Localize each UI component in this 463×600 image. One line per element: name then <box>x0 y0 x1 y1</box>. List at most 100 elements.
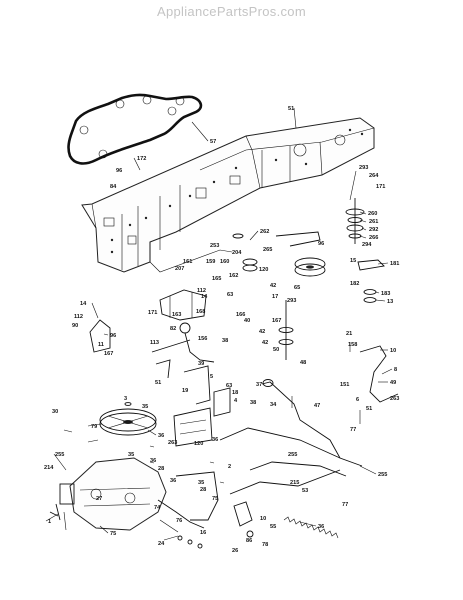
callout: 19 <box>182 388 188 394</box>
callout: 158 <box>348 342 357 348</box>
callout: 36 <box>170 478 176 484</box>
callout: 18 <box>232 390 238 396</box>
callout: 113 <box>150 340 159 346</box>
callout: 156 <box>198 336 207 342</box>
callout: 161 <box>183 259 192 265</box>
callout: 75 <box>110 531 116 537</box>
callout: 90 <box>72 323 78 329</box>
callout: 84 <box>110 184 117 190</box>
callout: 263 <box>168 440 177 446</box>
callout: 36 <box>318 524 324 530</box>
callout: 38 <box>222 338 228 344</box>
bushing <box>233 501 254 538</box>
callout: 265 <box>263 247 272 253</box>
callout: 171 <box>148 310 157 316</box>
callout: 159 <box>206 259 215 265</box>
lift-arm <box>151 339 191 379</box>
callout: 5 <box>210 374 213 380</box>
transaxle-pulley <box>99 402 157 436</box>
callout: 96 <box>116 168 122 174</box>
callout: 183 <box>381 291 390 297</box>
callout: 42 <box>259 329 265 335</box>
callout: 13 <box>387 299 393 305</box>
callout: 253 <box>210 243 219 249</box>
callout: 34 <box>270 402 277 408</box>
callout: 63 <box>227 292 233 298</box>
callout: 37 <box>256 382 262 388</box>
callout: 207 <box>175 266 184 272</box>
callout: 14 <box>201 294 208 300</box>
callout: 40 <box>244 318 250 324</box>
callout: 96 <box>110 333 116 339</box>
callout: 36 <box>212 437 218 443</box>
callout: 65 <box>294 285 300 291</box>
callout: 57 <box>210 139 216 145</box>
callout: 8 <box>394 367 397 373</box>
callout: 35 <box>128 452 134 458</box>
callout: 27 <box>96 496 102 502</box>
callout: 294 <box>362 242 372 248</box>
callout: 261 <box>369 219 378 225</box>
callout: 10 <box>260 516 266 522</box>
clutch-bracket <box>359 345 399 403</box>
callout: 16 <box>200 530 206 536</box>
callout: 112 <box>197 288 206 294</box>
callout: 74 <box>154 505 161 511</box>
callout: 82 <box>170 326 176 332</box>
callout: 51 <box>366 406 372 412</box>
callout: 266 <box>369 235 378 241</box>
callout: 26 <box>232 548 238 554</box>
callout: 28 <box>200 487 206 493</box>
callout: 2 <box>228 464 231 470</box>
leader-lines <box>45 107 393 534</box>
callout: 171 <box>376 184 385 190</box>
callout: 30 <box>52 409 58 415</box>
callout: 264 <box>369 173 379 179</box>
callout: 24 <box>158 541 165 547</box>
watermark-text: AppliancePartsPros.com <box>157 4 306 19</box>
callout: 10 <box>390 348 396 354</box>
callout: 17 <box>272 294 278 300</box>
callout: 48 <box>300 360 306 366</box>
callout: 214 <box>44 465 54 471</box>
engine-pulley <box>275 231 326 277</box>
callout: 77 <box>350 427 356 433</box>
callout: 42 <box>270 283 276 289</box>
callout: 167 <box>272 318 281 324</box>
callout: 47 <box>314 403 320 409</box>
callout: 120 <box>194 441 203 447</box>
callout: 1 <box>48 519 51 525</box>
callout: 112 <box>74 314 83 320</box>
side-bracket <box>89 319 111 353</box>
callout: 292 <box>369 227 378 233</box>
callout: 255 <box>288 452 297 458</box>
callout-labels: 51 57 96 172 84 293 264 171 260 261 292 … <box>44 106 399 554</box>
callout: 38 <box>250 400 256 406</box>
callout: 166 <box>236 312 245 318</box>
callout: 172 <box>137 156 146 162</box>
callout: 78 <box>262 542 268 548</box>
callout: 167 <box>104 351 113 357</box>
callout: 263 <box>390 396 399 402</box>
callout: 168 <box>196 309 205 315</box>
callout: 36 <box>150 458 156 464</box>
callout: 4 <box>234 398 238 404</box>
callout: 77 <box>342 502 348 508</box>
callout: 163 <box>172 312 181 318</box>
callout: 35 <box>142 404 148 410</box>
idler-pulley-stack <box>345 198 365 244</box>
axle-mount <box>175 471 219 521</box>
callout: 293 <box>287 298 296 304</box>
callout: 11 <box>98 342 104 348</box>
callout: 165 <box>212 276 221 282</box>
mount-brackets <box>183 365 231 417</box>
callout: 63 <box>226 383 232 389</box>
shift-lever <box>179 322 215 363</box>
callout: 55 <box>270 524 276 530</box>
drive-belt <box>67 93 203 165</box>
callout: 215 <box>290 480 299 486</box>
callout: 21 <box>346 331 352 337</box>
callout: 3 <box>124 396 127 402</box>
callout: 50 <box>273 347 279 353</box>
